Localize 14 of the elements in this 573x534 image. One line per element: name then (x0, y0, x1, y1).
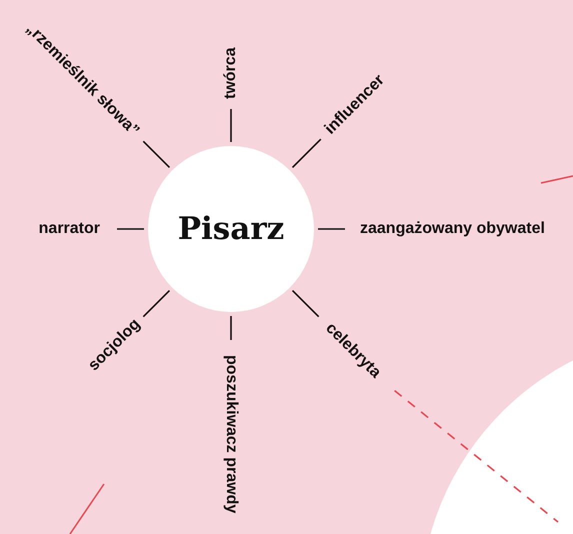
role-label: twórca (221, 47, 241, 99)
spoke-line (230, 109, 232, 142)
role-label: poszukiwacz prawdy (221, 355, 241, 514)
spoke-line (318, 228, 345, 230)
spoke-line (292, 290, 320, 318)
center-title: Pisarz (178, 211, 284, 247)
spoke-line (117, 228, 144, 230)
dashed-line (394, 390, 558, 523)
spoke-line (142, 290, 170, 318)
spoke-line (230, 316, 232, 340)
role-label: narrator (38, 219, 100, 239)
spoke-line (292, 138, 322, 168)
spoke-line (142, 140, 170, 168)
role-label: zaangażowany obywatel (360, 219, 545, 239)
